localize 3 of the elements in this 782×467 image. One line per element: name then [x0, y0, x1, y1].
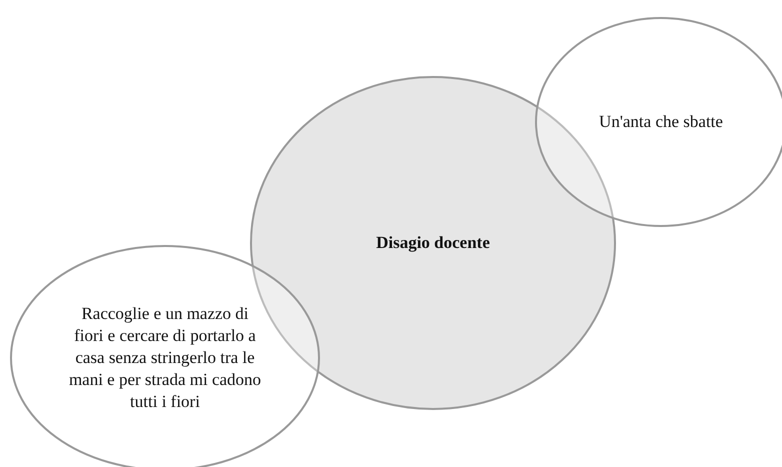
concept-label: Un'anta che sbatte — [598, 111, 724, 133]
concept-label: Disagio docente — [375, 232, 491, 254]
concept-label: Raccoglie e un mazzo di fiori e cercare di portarlo a casa senza stringerlo tra le mani e per strada mi cadono tutti i fiori — [68, 303, 262, 413]
